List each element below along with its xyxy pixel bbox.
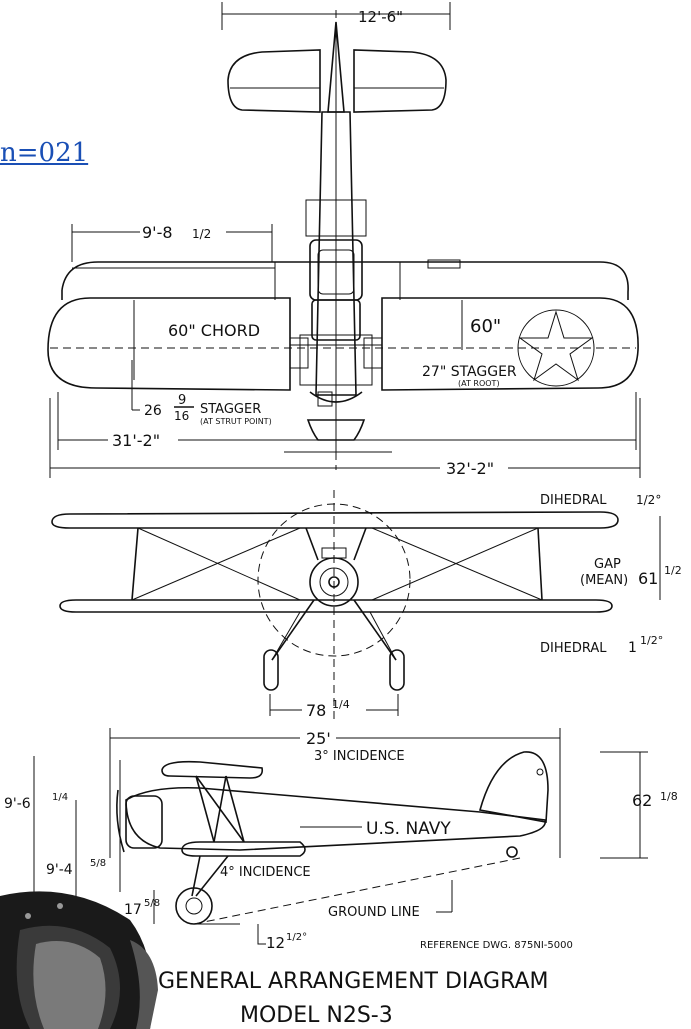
stagger-root-note: (AT ROOT) [458, 379, 500, 388]
chord-label: 60" CHORD [168, 321, 260, 340]
stagger-strut-whole: 26 [144, 403, 162, 419]
track-frac: 1/4 [332, 698, 350, 711]
chord-right-label: 60" [470, 316, 501, 337]
dihedral-lower-label: DIHEDRAL [540, 641, 607, 656]
gap-mean-label: (MEAN) [580, 573, 628, 588]
upper-incidence-label: 3° INCIDENCE [314, 749, 405, 764]
dihedral-upper-label: DIHEDRAL [540, 493, 607, 508]
stagger-root-label: 27" STAGGER [422, 364, 517, 380]
lower-incidence-label: 4° INCIDENCE [220, 865, 311, 880]
goggles-image [0, 891, 158, 1029]
stagger-strut-num: 9 [178, 393, 186, 408]
wheel-height-frac: 5/8 [144, 898, 160, 909]
stagger-strut-den: 16 [174, 409, 189, 423]
footer: REFERENCE DWG. 875NI-5000 GENERAL ARRANG… [158, 940, 573, 1028]
stagger-strut-note: (AT STRUT POINT) [200, 417, 272, 426]
height-prop-whole: 9'-4 [46, 862, 73, 878]
ground-line-label: GROUND LINE [328, 905, 420, 920]
gap-frac: 1/2 [664, 564, 682, 577]
stagger-strut-label: STAGGER [200, 402, 261, 417]
tail-span-label: 12'-6" [358, 8, 403, 26]
height-right-frac: 1/8 [660, 790, 678, 803]
height-left-frac: 1/4 [52, 792, 68, 803]
upper-span-label: 32'-2" [446, 459, 494, 478]
lower-span-label: 31'-2" [112, 431, 160, 450]
front-view: 78 1/4 DIHEDRAL 1/2° GAP (MEAN) 61 1/2 D… [51, 490, 682, 720]
height-right-whole: 62 [632, 791, 652, 810]
gap-label: GAP [594, 557, 621, 572]
track-whole: 78 [306, 701, 326, 720]
height-left-whole: 9'-6 [4, 796, 31, 812]
navy-markings: U.S. NAVY [366, 819, 451, 839]
gap-whole: 61 [638, 569, 658, 588]
link-fragment[interactable]: n=021 [0, 138, 89, 168]
ground-angle-whole: 12 [266, 934, 285, 952]
ground-angle-frac: 1/2° [286, 932, 307, 943]
dihedral-upper-frac: 1/2° [636, 493, 661, 507]
length-label: 25' [306, 729, 331, 748]
upper-panel-dim-frac: 1/2 [192, 227, 211, 241]
dihedral-lower-whole: 1 [628, 640, 637, 656]
upper-panel-dim-whole: 9'-8 [142, 223, 173, 242]
height-prop-frac: 5/8 [90, 858, 106, 869]
wheel-height-whole: 17 [124, 902, 142, 918]
dihedral-lower-frac: 1/2° [640, 634, 663, 647]
model-label: MODEL N2S-3 [240, 1003, 393, 1028]
top-view: 12'-6" [47, 2, 641, 478]
diagram-title: GENERAL ARRANGEMENT DIAGRAM [158, 969, 549, 994]
side-view: 25' 3° INCIDENCE U.S. NAVY 4° INCID [4, 728, 678, 952]
reference-drawing: REFERENCE DWG. 875NI-5000 [420, 940, 573, 951]
